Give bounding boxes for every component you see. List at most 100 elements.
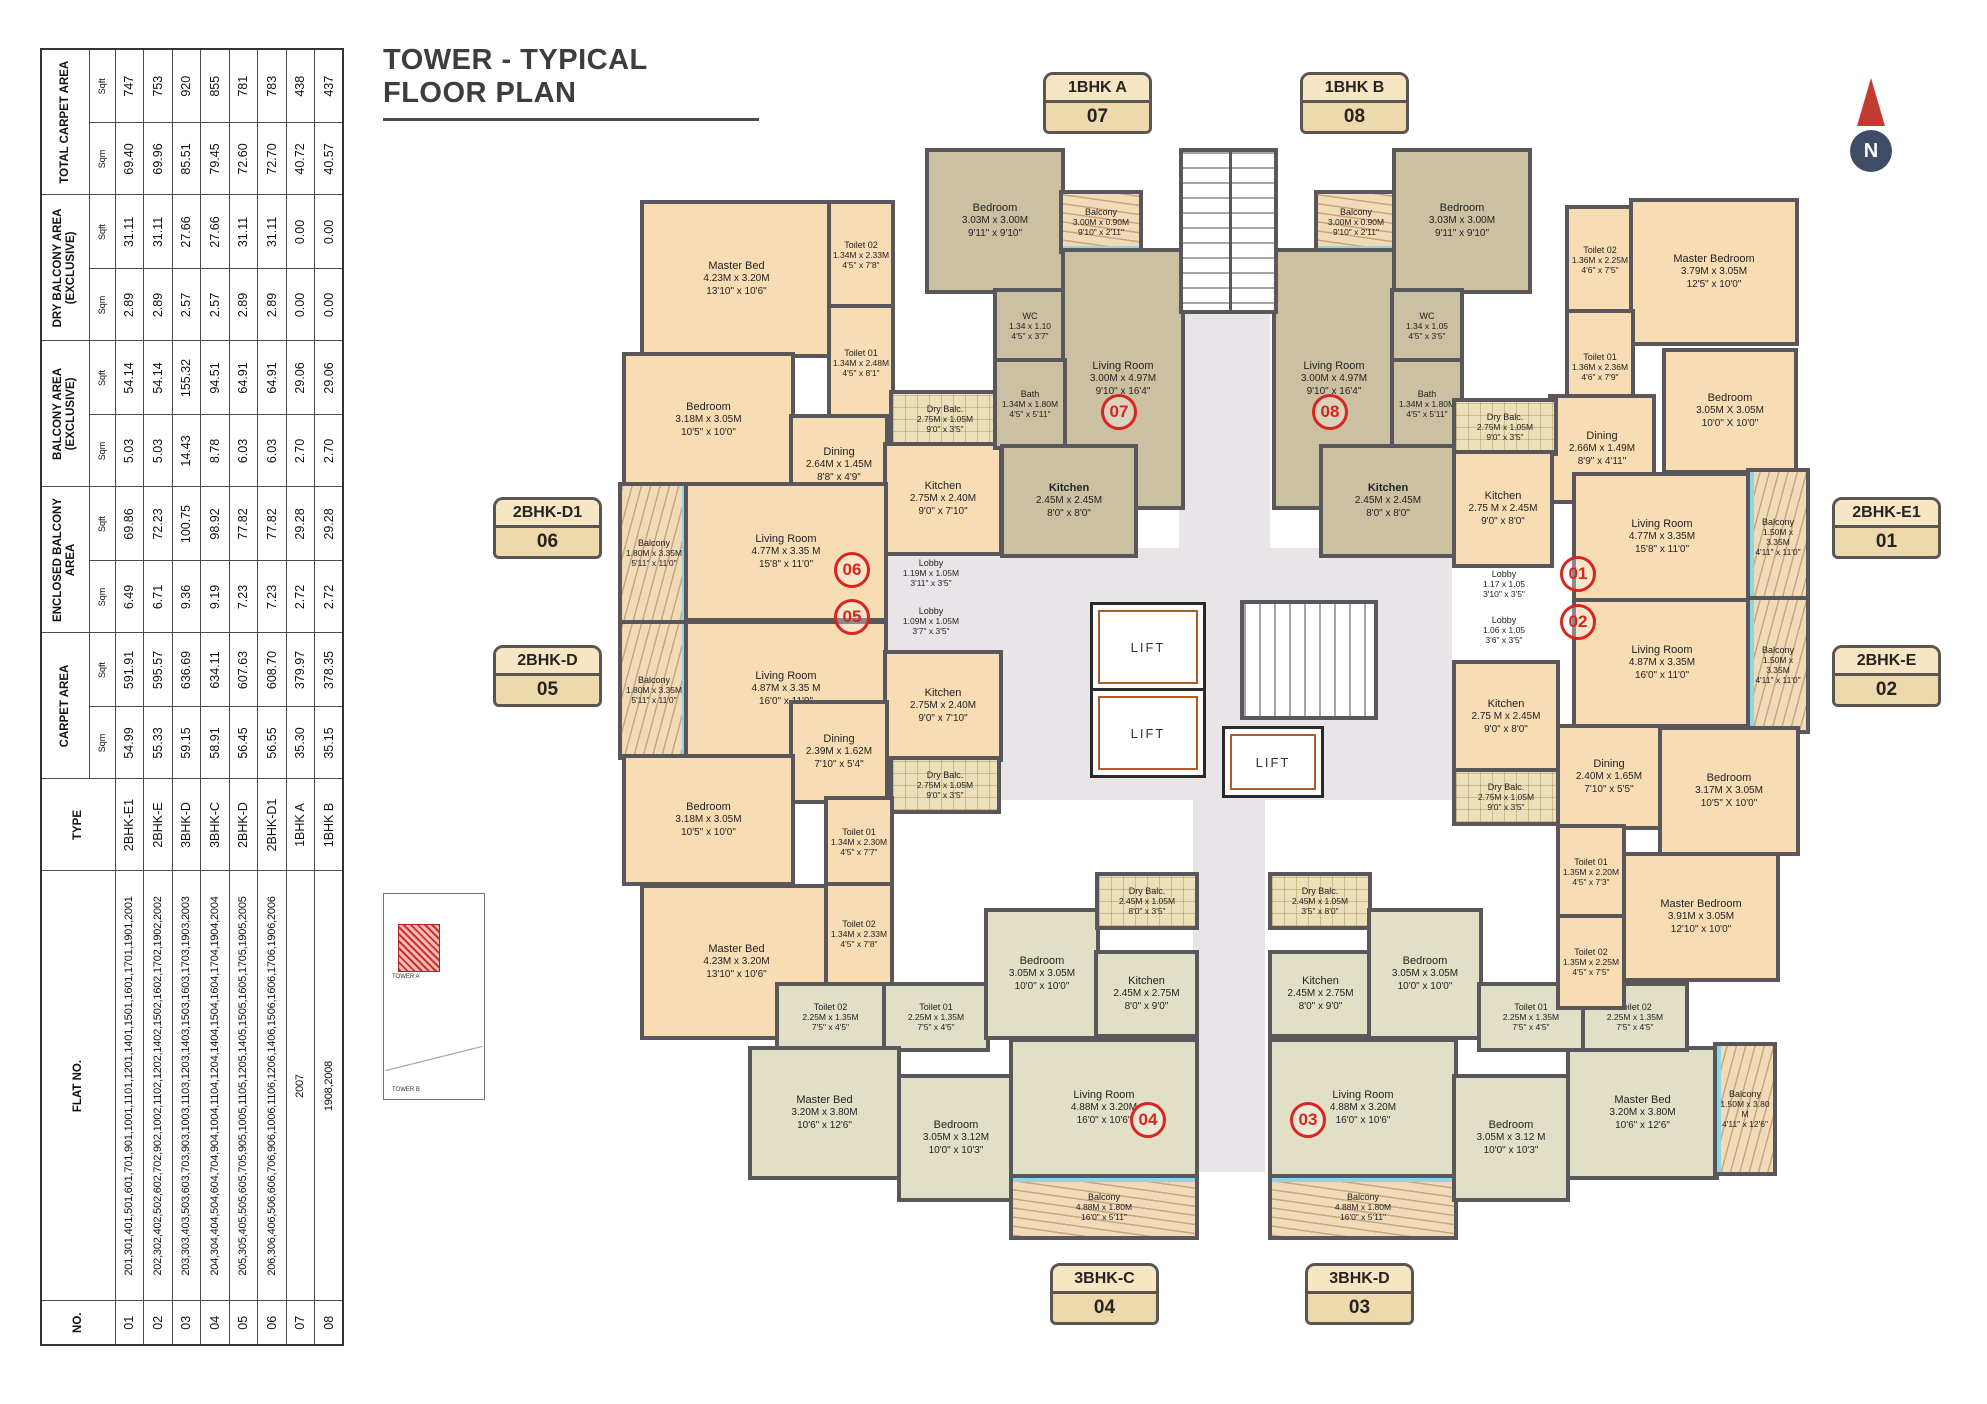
key-plan-tower-marker (398, 924, 440, 972)
room-dim-imperial: 8'0" x 9'0" (1298, 1000, 1343, 1012)
room-dim-imperial: 4'5" x 7'5" (1572, 966, 1610, 977)
room-dim-metric: 3.03M x 3.00M (961, 215, 1029, 227)
room-dim-metric: 2.25M x 1.35M (1502, 1011, 1560, 1022)
room-dim-imperial: 8'0" x 8'0" (1366, 507, 1410, 519)
north-arrow-icon (1857, 78, 1885, 126)
room-dim-metric: 2.45M x 2.45M (1354, 495, 1422, 507)
lift-label: LIFT (1255, 754, 1291, 770)
room-dim-imperial: 16'0" x 11'0" (758, 695, 814, 707)
key-plan-boundary-line (385, 1045, 483, 1072)
room-dim-metric: 2.40M x 1.65M (1575, 771, 1643, 783)
room-dim-imperial: 4'6" x 7'5" (1581, 264, 1619, 275)
room-label: Toilet 01 (1514, 1001, 1548, 1012)
room-dim-metric: 2.45M x 1.05M (1118, 895, 1176, 906)
room-dim-imperial: 16'0" x 11'0" (1634, 669, 1690, 681)
room-dim-imperial: 9'10" x 16'4" (1306, 385, 1362, 397)
room-dim-metric: 1.50M x 3.35M (1762, 654, 1794, 675)
room-dim-imperial: 4'5" x 5'11" (1009, 408, 1051, 419)
unit-number-label: 01 (1835, 528, 1938, 556)
room-label: Bedroom (686, 400, 731, 413)
room-label: Living Room (1332, 1088, 1394, 1101)
room-dim-metric: 2.75M x 1.05M (916, 413, 974, 424)
page-title: TOWER - TYPICAL FLOOR PLAN (383, 44, 759, 121)
room-dim-imperial: 10'5" X 10'0" (1700, 797, 1758, 809)
room-dim-imperial: 10'6" x 12'6" (797, 1119, 852, 1131)
room-dim-metric: 3.91M x 3.05M (1667, 911, 1735, 923)
room-dim-imperial: 4'5" x 8'1" (842, 367, 880, 378)
room-label: Living Room (755, 669, 817, 682)
room-dim-imperial: 4'5" x 7'8" (842, 259, 880, 270)
room-dim-metric: 1.80M x 3.35M (625, 684, 683, 695)
room-dim-metric: 1.35M x 2.25M (1562, 956, 1620, 967)
room-dim-metric: 4.77M x 3.35 M (751, 546, 821, 558)
room-label: Kitchen (924, 479, 962, 492)
room-label: Dry Balc. (1301, 885, 1339, 896)
room-label: WC (1022, 310, 1038, 321)
unit-type-label: 2BHK-D (496, 648, 599, 676)
room-label: Bedroom (1019, 954, 1065, 967)
room-label: Toilet 02 (1618, 1001, 1652, 1012)
room-dim-imperial: 8'0" x 3'5" (1128, 905, 1166, 916)
room-dim-imperial: 8'0" x 9'0" (1124, 1000, 1169, 1012)
room-label: Toilet 01 (1574, 856, 1608, 867)
room-label: Living Room (1073, 1088, 1135, 1101)
room-dim-metric: 1.50M x 3.80 M (1720, 1098, 1770, 1119)
room-dim-imperial: 9'0" x 3'5" (1487, 801, 1525, 812)
room-label: Bedroom (1402, 954, 1448, 967)
corridor (1193, 800, 1265, 1172)
room-dim-imperial: 3'10" x 3'5" (1483, 588, 1525, 599)
room-label: Bedroom (1439, 201, 1485, 214)
room-label: Balcony (1346, 1191, 1380, 1202)
room-label: Bedroom (933, 1118, 979, 1131)
unit-type-label: 3BHK-C (1053, 1266, 1156, 1294)
stair-divider (1228, 152, 1232, 310)
room-dim-imperial: 9'0" x 3'5" (926, 423, 964, 434)
lift: LIFT (1222, 726, 1324, 798)
room-label: Toilet 02 (813, 1001, 848, 1012)
unit-number-circle: 06 (834, 552, 870, 588)
room-dim-imperial: 9'10" x 2'11" (1078, 226, 1124, 237)
room-dim-metric: 4.88M x 3.20M (1070, 1102, 1138, 1114)
room-dim-metric: 2.64M x 1.45M (805, 459, 873, 471)
room-dim-metric: 2.25M x 1.35M (1606, 1011, 1664, 1022)
room-dim-imperial: 9'11" x 9'10" (967, 227, 1023, 239)
room-label: Lobby (1491, 568, 1517, 579)
room-label: Balcony (637, 537, 671, 548)
room-label: Master Bed (796, 1093, 853, 1106)
room-dim-imperial: 10'0" x 10'0" (1397, 980, 1453, 992)
room-label: Lobby (1491, 614, 1517, 625)
unit-number-label: 08 (1303, 103, 1406, 131)
room-label: Toilet 02 (842, 918, 876, 929)
room-dim-imperial: 9'0" x 7'10" (918, 712, 968, 724)
room-label: Toilet 02 (1583, 244, 1617, 255)
room-dim-imperial: 4'5" x 3'7" (1011, 330, 1049, 341)
room-dim-metric: 2.45M x 2.75M (1113, 988, 1180, 1000)
unit-number-label: 03 (1308, 1294, 1411, 1322)
room-dim-metric: 3.05M X 3.05M (1696, 405, 1764, 417)
room-dim-imperial: 8'9" x 4'11" (1577, 455, 1627, 467)
room-label: Master Bed (1614, 1093, 1671, 1106)
unit-number-label: 07 (1046, 103, 1149, 131)
